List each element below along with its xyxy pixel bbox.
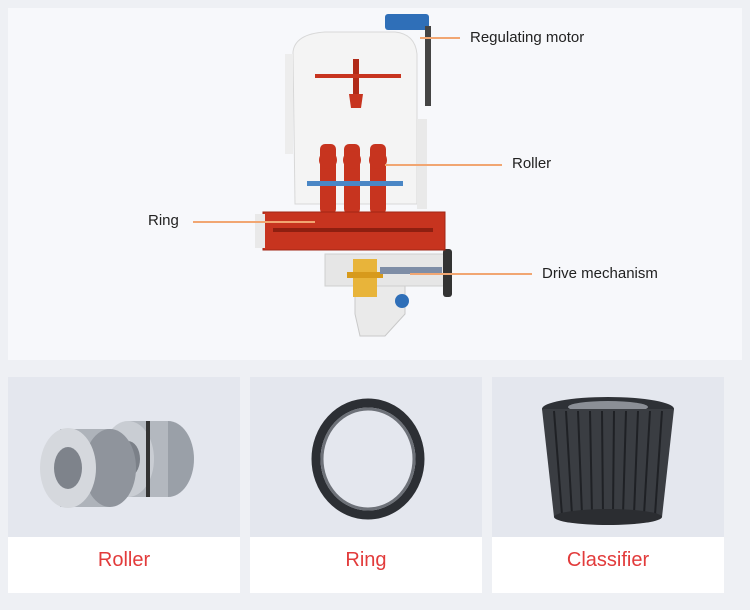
part-card-ring: Ring [250,377,482,593]
part-card-roller: Roller [8,377,240,593]
leader-regulating-motor [420,37,460,39]
callout-drive-mechanism: Drive mechanism [542,265,658,282]
callout-roller: Roller [512,155,552,172]
part-card-classifier: Classifier [492,377,724,593]
part-label-roller: Roller [97,549,151,571]
part-label-ring: Ring [345,549,387,571]
callout-regulating-motor: Regulating motor [470,29,585,46]
part-label-classifier: Classifier [566,549,650,571]
roller-image [40,421,194,508]
leader-ring [193,221,315,223]
mill-illustration [255,14,452,337]
ring-image [311,398,425,520]
leader-drive-mechanism [410,273,532,275]
callout-ring: Ring [148,212,179,229]
classifier-image [542,397,674,525]
leader-roller [385,164,502,166]
